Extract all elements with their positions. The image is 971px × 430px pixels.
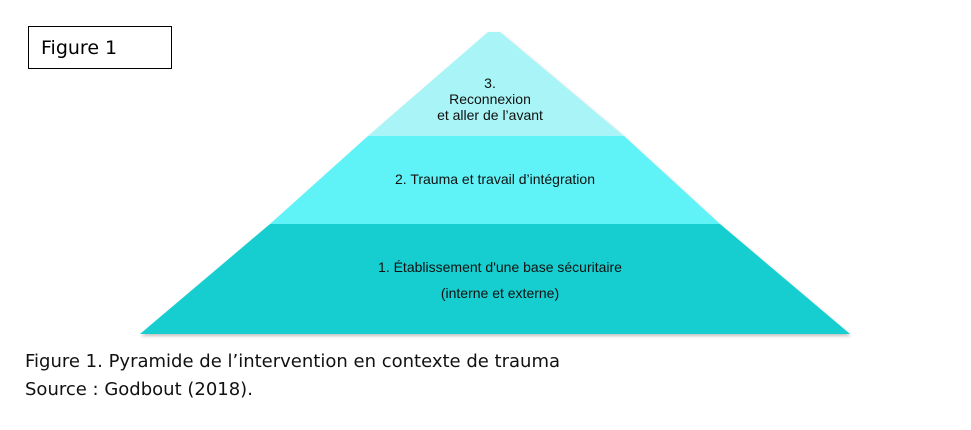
tier-3-line-3: et aller de l’avant — [437, 107, 543, 123]
figure-caption-source: Source : Godbout (2018). — [25, 379, 253, 400]
tier-3-line-1: 3. — [484, 75, 496, 91]
figure-label-box: Figure 1 — [28, 26, 172, 69]
pyramid-tier-1 — [140, 224, 850, 334]
tier-1-label-line-2: (interne et externe) — [440, 285, 560, 301]
tier-2-label: 2. Trauma et travail d’intégration — [395, 171, 595, 187]
pyramid-tier-2 — [270, 136, 720, 224]
tier-3-line-2: Reconnexion — [449, 91, 531, 107]
tier-3-label: 3. Reconnexion et aller de l’avant — [380, 75, 600, 123]
pyramid-tier-3 — [368, 32, 624, 136]
tier-1-label-line-1: 1. Établissement d'une base sécuritaire — [378, 259, 622, 275]
figure-label: Figure 1 — [41, 36, 118, 59]
figure-caption-title: Figure 1. Pyramide de l’intervention en … — [25, 351, 561, 372]
